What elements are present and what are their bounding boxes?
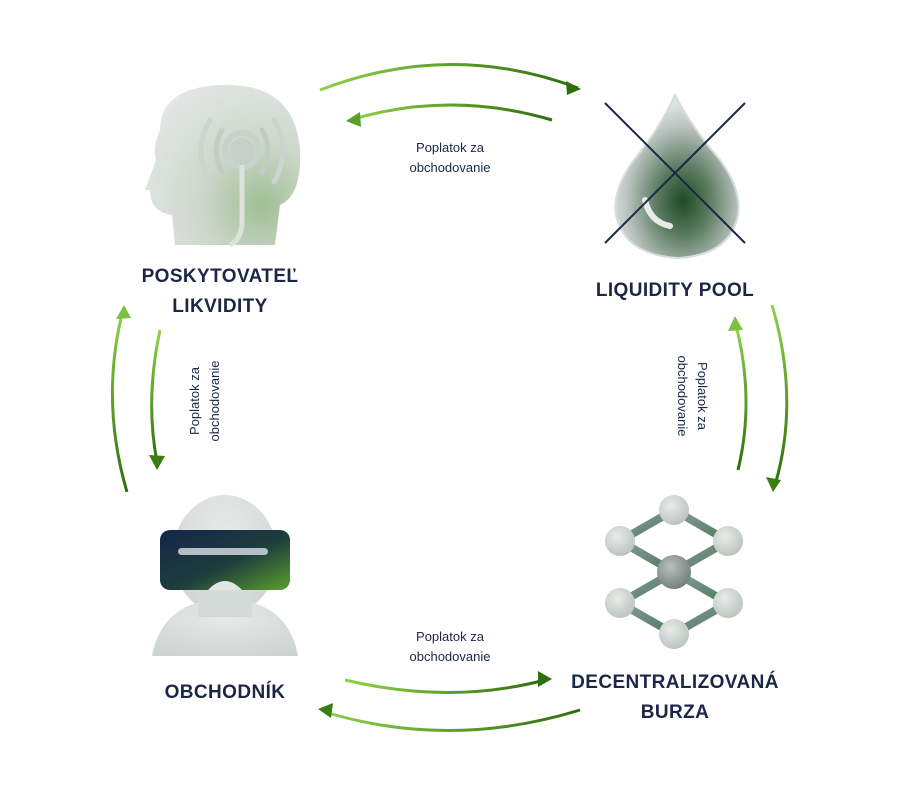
- fee-label-top: Poplatok za obchodovanie: [395, 138, 505, 178]
- arrowhead-dex-to-trader: [318, 703, 333, 718]
- arrow-pool-to-provider: [349, 103, 553, 122]
- fee-left-line1: Poplatok za: [187, 367, 202, 435]
- fee-label-bottom: Poplatok za obchodovanie: [395, 627, 505, 667]
- trader-label: OBCHODNÍK: [140, 678, 310, 708]
- fee-bottom-line2: obchodovanie: [409, 649, 491, 664]
- arrowhead-provider-to-trader: [149, 455, 165, 470]
- trader-label-line1: OBCHODNÍK: [164, 682, 286, 703]
- pool-label-line1: LIQUIDITY POOL: [595, 280, 755, 301]
- pool-label: LIQUIDITY POOL: [580, 276, 770, 306]
- provider-label-line1: POSKYTOVATEĽ: [141, 266, 299, 287]
- fee-right-line2: obchodovanie: [675, 355, 690, 437]
- arrow-dex-to-trader: [324, 708, 581, 732]
- arrowhead-dex-to-pool: [728, 316, 743, 331]
- arrow-trader-to-dex: [344, 678, 546, 694]
- vr-headset-person-icon: [152, 495, 298, 656]
- arrowhead-pool-to-provider: [346, 112, 361, 127]
- head-signal-icon: [145, 84, 301, 248]
- fee-top-line1: Poplatok za: [416, 140, 484, 155]
- fee-top-line2: obchodovanie: [409, 160, 491, 175]
- provider-label: POSKYTOVATEĽ LIKVIDITY: [115, 262, 325, 322]
- fee-label-left: Poplatok za obchodovanie: [185, 346, 225, 456]
- dex-label-line1: DECENTRALIZOVANÁ: [571, 672, 779, 693]
- crossed-drop-icon: [604, 92, 746, 260]
- arrowhead-pool-to-dex: [766, 477, 781, 492]
- arrowhead-trader-to-dex: [538, 671, 552, 687]
- fee-label-right: Poplatok za obchodovanie: [672, 341, 712, 451]
- dex-label-line2: BURZA: [640, 702, 710, 723]
- arrow-trader-to-provider: [110, 309, 129, 493]
- arrowhead-provider-to-pool: [566, 81, 581, 95]
- fee-bottom-line1: Poplatok za: [416, 629, 484, 644]
- provider-label-line2: LIKVIDITY: [172, 296, 268, 317]
- arrow-pool-to-dex: [770, 304, 789, 486]
- arrow-provider-to-trader: [150, 329, 162, 463]
- arrowhead-trader-to-provider: [116, 305, 131, 319]
- arrow-provider-to-pool: [319, 63, 579, 92]
- dex-label: DECENTRALIZOVANÁ BURZA: [570, 668, 780, 728]
- network-hexagon-icon: [605, 495, 743, 649]
- fee-left-line2: obchodovanie: [207, 360, 222, 442]
- fee-right-line1: Poplatok za: [695, 362, 710, 430]
- arrow-dex-to-pool: [734, 324, 748, 471]
